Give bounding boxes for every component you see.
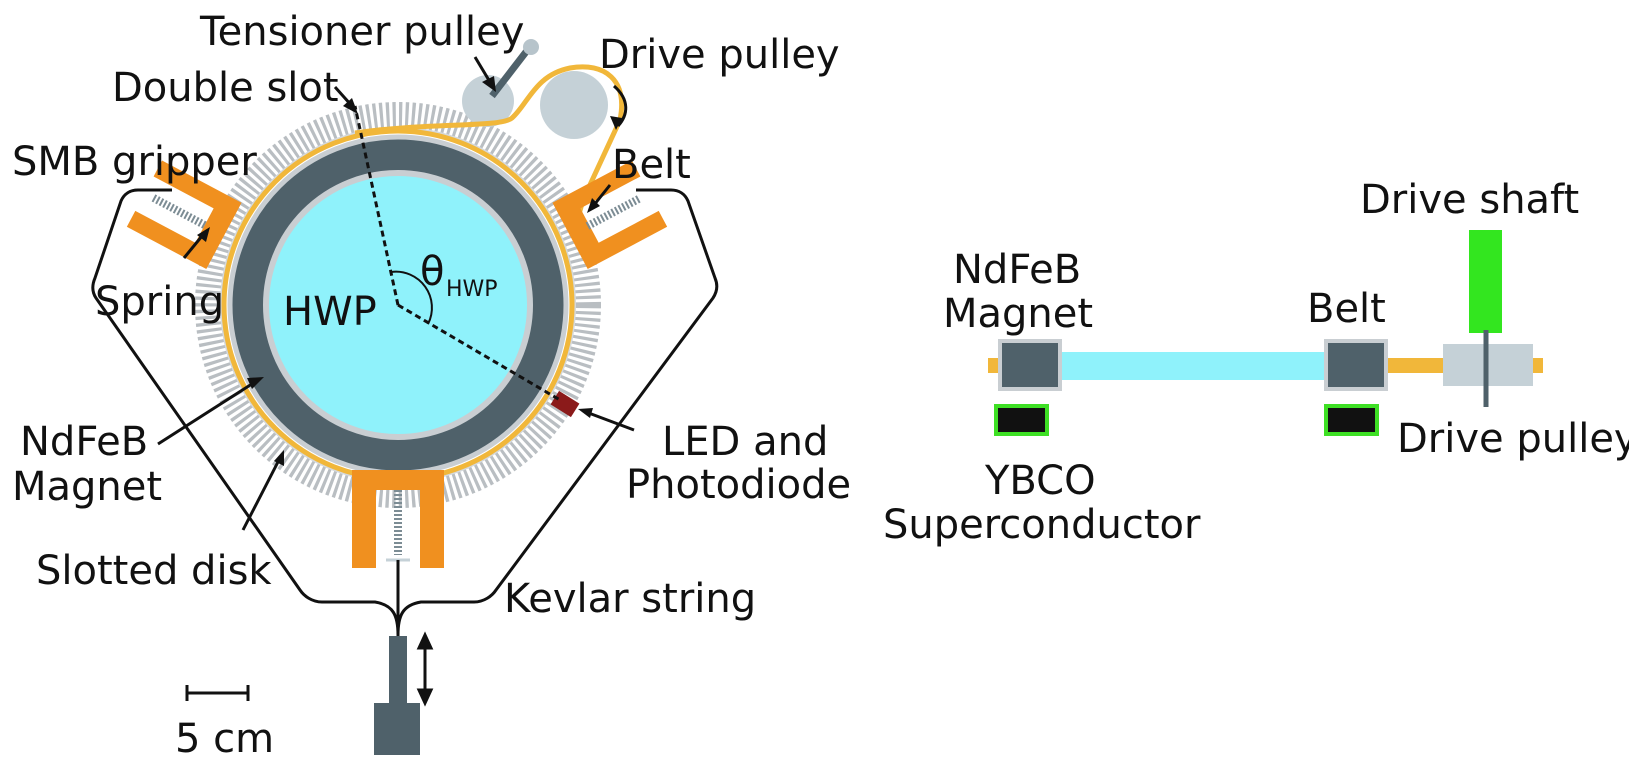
side-drive-shaft	[1469, 230, 1502, 333]
slotted-disk	[195, 102, 601, 508]
side-superconductor-right	[1324, 404, 1379, 436]
label-theta-subscript: HWP	[446, 277, 498, 302]
side-belt-segment	[1384, 358, 1444, 373]
side-label-drive-shaft: Drive shaft	[1360, 177, 1579, 223]
actuator-double-arrow	[416, 631, 434, 707]
smb-gripper-bottom	[352, 470, 444, 568]
label-spring: Spring	[95, 279, 224, 325]
side-label-belt: Belt	[1307, 286, 1386, 332]
drive-pulley	[540, 71, 608, 139]
label-belt: Belt	[612, 142, 691, 188]
label-led-line2: Photodiode	[626, 462, 851, 508]
actuator-rod	[389, 636, 407, 706]
top-view: Tensioner pulley Drive pulley Double slo…	[12, 9, 851, 762]
scale-bar	[185, 685, 250, 701]
label-scale: 5 cm	[175, 716, 274, 762]
label-drive-pulley: Drive pulley	[599, 32, 840, 78]
label-double-slot: Double slot	[112, 65, 339, 111]
led-reference-line	[397, 303, 561, 402]
label-smb-gripper: SMB gripper	[12, 139, 257, 185]
side-belt-right-stub	[1531, 358, 1543, 373]
label-kevlar-string: Kevlar string	[504, 576, 756, 622]
label-theta: θ	[420, 249, 444, 295]
side-label-ndfeb: NdFeB	[953, 247, 1081, 293]
side-label-superconductor: Superconductor	[883, 502, 1201, 548]
tensioner-pivot	[523, 39, 539, 55]
side-label-drive-pulley: Drive pulley	[1397, 416, 1629, 462]
belt-path	[354, 64, 624, 233]
side-magnet-right	[1324, 339, 1388, 391]
label-magnet-line2: Magnet	[12, 464, 162, 510]
leader-lines	[157, 56, 635, 531]
label-tensioner-pulley: Tensioner pulley	[199, 9, 524, 55]
smb-gripper-right	[552, 160, 668, 270]
side-superconductor-left	[994, 404, 1049, 436]
leader-arrowheads	[197, 76, 622, 466]
side-view: Drive shaft NdFeB Magnet Belt Drive pull…	[883, 177, 1629, 548]
double-slot-reference-line	[353, 105, 400, 306]
label-hwp: HWP	[283, 289, 377, 335]
theta-arc	[390, 270, 433, 325]
label-led-line1: LED and	[662, 419, 828, 465]
side-label-magnet: Magnet	[943, 291, 1093, 337]
side-hwp-shaft	[1058, 352, 1328, 380]
label-slotted-disk: Slotted disk	[36, 548, 272, 594]
smb-gripper-left	[126, 160, 242, 270]
tensioner-arm	[489, 45, 532, 99]
side-label-ybco: YBCO	[984, 458, 1096, 504]
actuator-weight	[374, 703, 420, 755]
side-magnet-left	[998, 339, 1062, 391]
kevlar-string-loop	[91, 188, 719, 636]
label-ndfeb-line1: NdFeB	[20, 419, 148, 465]
